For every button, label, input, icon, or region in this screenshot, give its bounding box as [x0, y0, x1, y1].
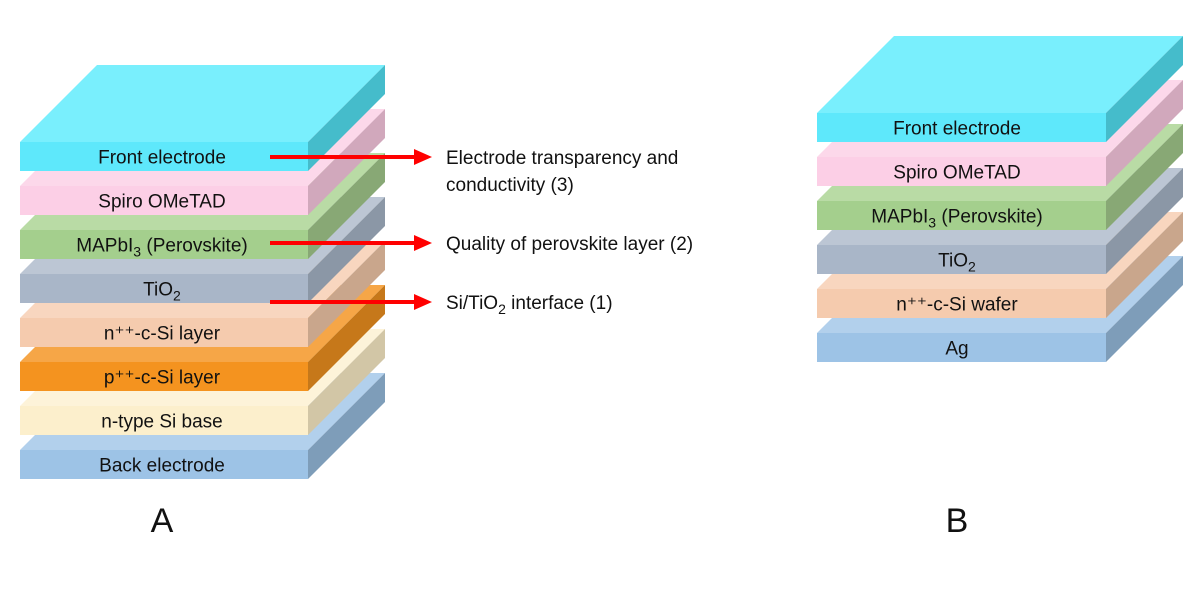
layer-front-face — [817, 157, 1106, 186]
layer-side-face — [308, 329, 385, 435]
layer-side-face — [308, 65, 385, 171]
layer-label: MAPbI3 (Perovskite) — [76, 236, 247, 260]
layer-label: n⁺⁺-c-Si layer — [104, 324, 221, 345]
layer-side-face — [1106, 256, 1183, 362]
annotation-text: Quality of perovskite layer (2) — [446, 234, 693, 255]
arrow-head-icon — [414, 294, 432, 310]
layer-label: Ag — [945, 339, 968, 360]
layer-front-face — [20, 406, 308, 435]
stack-b: Ag n⁺⁺-c-Si wafer TiO2 MAPbI3 (Perovskite) S… — [817, 36, 1183, 362]
arrow-head-icon — [414, 149, 432, 165]
layer-label: TiO2 — [143, 280, 181, 304]
layer-top-face — [817, 36, 1183, 113]
layer-side-face — [1106, 168, 1183, 274]
layer-label: Back electrode — [99, 456, 225, 477]
layer-side-face — [308, 285, 385, 391]
layer-front-face — [20, 142, 308, 171]
annotation-1: Electrode transparency and conductivity (… — [270, 148, 678, 196]
layer-side-face — [1106, 80, 1183, 186]
layer-label: n-type Si base — [101, 412, 222, 433]
layer-side-face — [308, 197, 385, 303]
annotation-text-line2: conductivity (3) — [446, 175, 574, 196]
annotation-text: Si/TiO2 interface (1) — [446, 293, 613, 317]
layer-front-face — [20, 318, 308, 347]
layer-front-electrode: Front electrode — [817, 36, 1183, 142]
layer-front-face — [817, 201, 1106, 230]
annotation-3: Si/TiO2 interface (1) — [270, 293, 613, 317]
layer-label: TiO2 — [938, 251, 976, 275]
arrow-head-icon — [414, 235, 432, 251]
layer-label: MAPbI3 (Perovskite) — [871, 207, 1042, 231]
layer-label: n⁺⁺-c-Si wafer — [896, 295, 1018, 316]
layer-front-face — [20, 230, 308, 259]
layer-top-face — [20, 65, 385, 142]
panel-label-b: B — [946, 502, 969, 540]
layer-label: Front electrode — [893, 119, 1021, 140]
panel-label-a: A — [151, 502, 174, 540]
stack-a: Back electrode n-type Si base p⁺⁺-c-Si lay… — [20, 65, 385, 479]
layer-side-face — [1106, 124, 1183, 230]
annotation-text: Electrode transparency and — [446, 148, 678, 169]
layer-front-face — [817, 289, 1106, 318]
annotation-2: Quality of perovskite layer (2) — [270, 234, 693, 255]
layer-label: p⁺⁺-c-Si layer — [104, 368, 221, 389]
layer-label: Spiro OMeTAD — [893, 163, 1020, 184]
layer-front-face — [20, 274, 308, 303]
layer-side-face — [308, 241, 385, 347]
layer-front-face — [817, 245, 1106, 274]
layer-label: Front electrode — [98, 148, 226, 169]
layer-front-face — [20, 186, 308, 215]
annotation-arrows: Electrode transparency and conductivity (… — [270, 148, 693, 317]
layer-side-face — [1106, 212, 1183, 318]
layer-front-face — [817, 333, 1106, 362]
layer-front-electrode: Front electrode — [20, 65, 385, 171]
layer-side-face — [308, 109, 385, 215]
layer-front-face — [817, 113, 1106, 142]
layer-label: Spiro OMeTAD — [98, 192, 225, 213]
layer-side-face — [308, 373, 385, 479]
layer-side-face — [308, 153, 385, 259]
layer-front-face — [20, 450, 308, 479]
layer-side-face — [1106, 36, 1183, 142]
layer-front-face — [20, 362, 308, 391]
